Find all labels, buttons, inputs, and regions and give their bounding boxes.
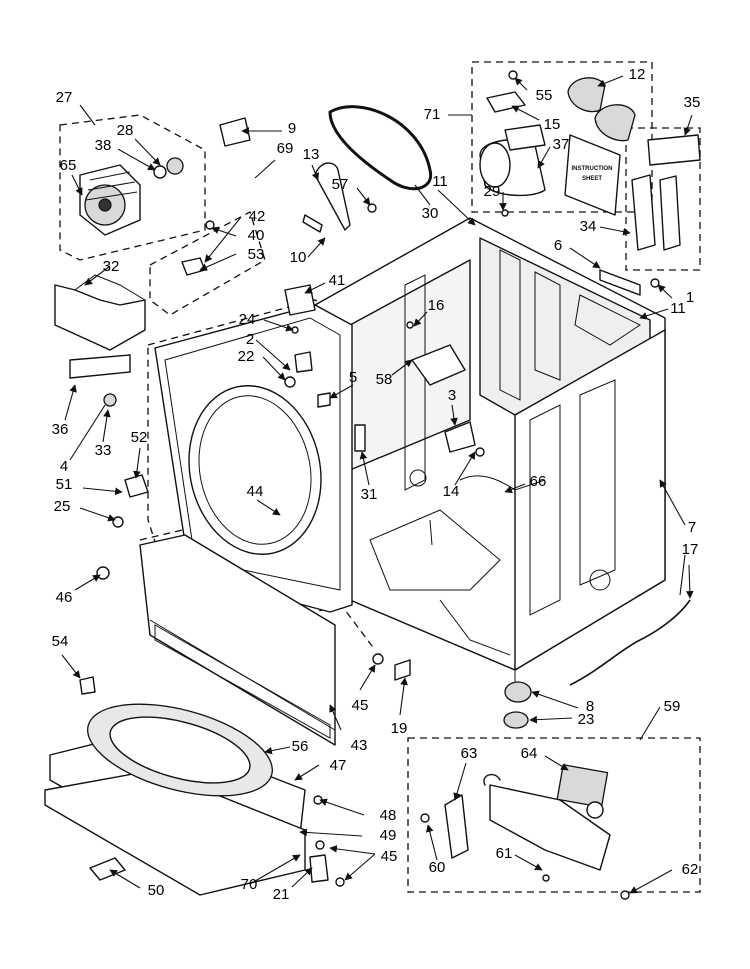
drive-belt bbox=[328, 105, 433, 191]
leader-lines bbox=[61, 75, 694, 894]
heater-kit: INSTRUCTION SHEET bbox=[479, 77, 636, 216]
motor-group-box bbox=[59, 114, 206, 261]
top-panel-assembly bbox=[44, 703, 306, 896]
callout-59: 59 bbox=[664, 698, 681, 715]
callout-55: 55 bbox=[536, 87, 553, 104]
callout-27: 27 bbox=[56, 89, 73, 106]
callout-58: 58 bbox=[376, 371, 393, 388]
callout-17: 17 bbox=[682, 541, 699, 558]
callout-29: 29 bbox=[484, 183, 501, 200]
callout-32: 32 bbox=[103, 258, 120, 275]
callout-51: 51 bbox=[56, 476, 73, 493]
callout-33: 33 bbox=[95, 442, 112, 459]
gas-valve-assembly bbox=[444, 764, 611, 871]
callout-23: 23 bbox=[578, 711, 595, 728]
gas-valve-group-box bbox=[407, 737, 701, 893]
callout-15: 15 bbox=[544, 116, 561, 133]
callout-11b: 11 bbox=[670, 300, 686, 317]
callout-61: 61 bbox=[496, 845, 513, 862]
callout-30: 30 bbox=[422, 205, 439, 222]
callout-40: 40 bbox=[248, 227, 265, 244]
callout-1: 1 bbox=[686, 289, 694, 306]
booklet-subtitle: SHEET bbox=[582, 176, 602, 182]
drive-motor bbox=[79, 157, 184, 236]
callout-12: 12 bbox=[629, 66, 646, 83]
callout-8: 8 bbox=[586, 698, 594, 715]
callout-38: 38 bbox=[95, 137, 112, 154]
callout-66: 66 bbox=[530, 473, 547, 490]
bulkhead bbox=[154, 304, 366, 613]
toe-panel bbox=[139, 534, 336, 746]
callout-46: 46 bbox=[56, 589, 73, 606]
cabinet bbox=[314, 217, 666, 690]
callout-43: 43 bbox=[351, 737, 368, 754]
callout-14: 14 bbox=[443, 483, 460, 500]
callout-labels: 1 2 3 4 5 6 7 8 9 10 11 11 12 13 14 15 1… bbox=[52, 66, 701, 903]
callout-52: 52 bbox=[131, 429, 148, 446]
callout-48: 48 bbox=[380, 807, 397, 824]
callout-65: 65 bbox=[60, 157, 77, 174]
callout-36: 36 bbox=[52, 421, 69, 438]
callout-31: 31 bbox=[361, 486, 378, 503]
callout-45b: 45 bbox=[381, 848, 398, 865]
callout-69: 69 bbox=[277, 140, 294, 157]
callout-64: 64 bbox=[521, 745, 538, 762]
callout-24: 24 bbox=[239, 311, 256, 328]
callout-47: 47 bbox=[330, 757, 347, 774]
connector-group-box bbox=[625, 127, 701, 271]
callout-70: 70 bbox=[241, 876, 258, 893]
callout-13: 13 bbox=[303, 146, 320, 163]
callout-53: 53 bbox=[248, 246, 265, 263]
callout-19: 19 bbox=[391, 720, 408, 737]
callout-6: 6 bbox=[554, 237, 562, 254]
callout-42: 42 bbox=[249, 208, 266, 225]
callout-71: 71 bbox=[424, 106, 441, 123]
callout-37: 37 bbox=[553, 136, 570, 153]
callout-4: 4 bbox=[60, 458, 68, 475]
booklet-title: INSTRUCTION bbox=[572, 166, 613, 172]
callout-56: 56 bbox=[292, 738, 309, 755]
callout-21: 21 bbox=[273, 886, 290, 903]
callout-25: 25 bbox=[54, 498, 71, 515]
callout-11a: 11 bbox=[432, 173, 448, 190]
callout-16: 16 bbox=[428, 297, 445, 314]
callout-44: 44 bbox=[247, 483, 264, 500]
callout-63: 63 bbox=[461, 745, 478, 762]
callout-62: 62 bbox=[682, 861, 699, 878]
callout-3: 3 bbox=[448, 387, 456, 404]
callout-28: 28 bbox=[117, 122, 134, 139]
callout-54: 54 bbox=[52, 633, 69, 650]
callout-34: 34 bbox=[580, 218, 597, 235]
bracket-group-box bbox=[149, 211, 266, 316]
callout-35: 35 bbox=[684, 94, 701, 111]
callout-10: 10 bbox=[290, 249, 307, 266]
callout-50: 50 bbox=[148, 882, 165, 899]
callout-5: 5 bbox=[349, 369, 357, 386]
callout-2: 2 bbox=[246, 331, 254, 348]
motor-mount bbox=[54, 274, 146, 351]
callout-60: 60 bbox=[429, 859, 446, 876]
callout-45a: 45 bbox=[352, 697, 369, 714]
callout-49: 49 bbox=[380, 827, 397, 844]
callout-41: 41 bbox=[329, 272, 346, 289]
power-cord bbox=[569, 599, 691, 686]
callout-57: 57 bbox=[332, 176, 349, 193]
callout-9: 9 bbox=[288, 120, 296, 137]
callout-22: 22 bbox=[238, 348, 255, 365]
callout-7: 7 bbox=[688, 519, 696, 536]
